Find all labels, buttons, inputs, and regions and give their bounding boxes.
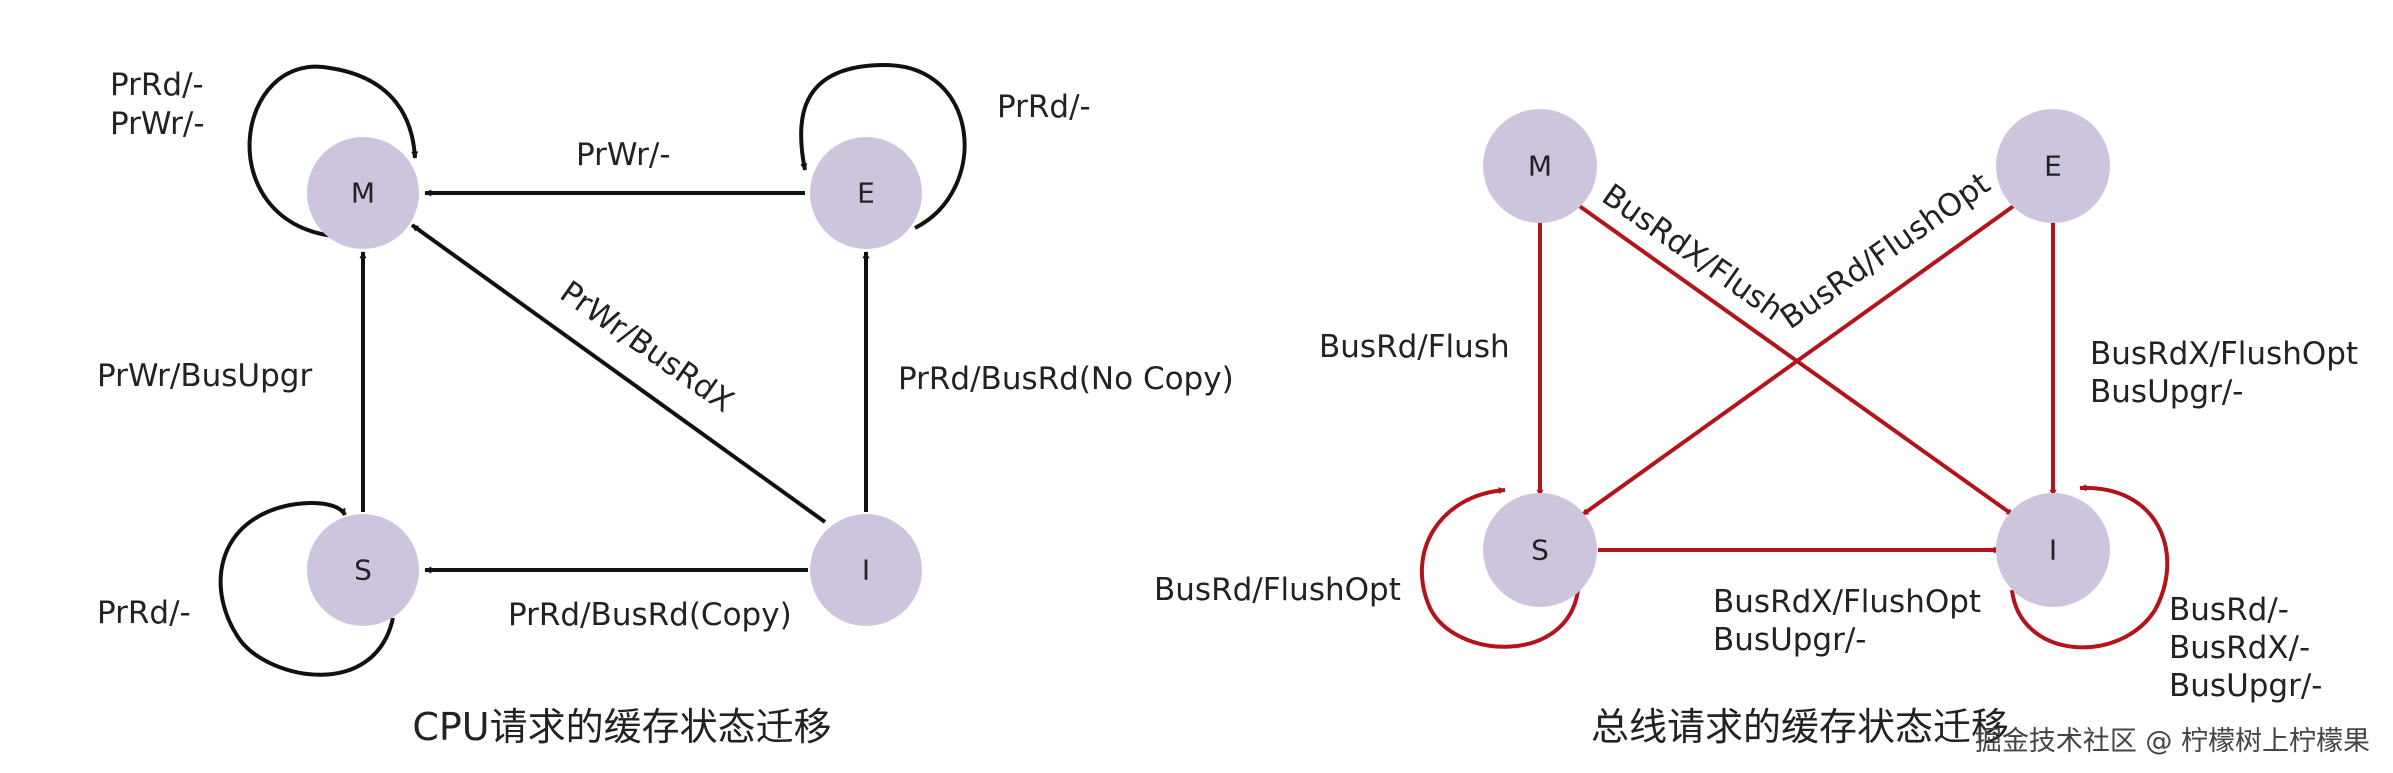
label-e-to-i-busrdx: BusRdX/FlushOpt	[2090, 336, 2358, 372]
node-i	[1996, 493, 2110, 607]
label-s-to-m: PrWr/BusUpgr	[97, 358, 312, 394]
edge-i-to-m	[410, 223, 827, 524]
label-m-self-prwr: PrWr/-	[110, 106, 205, 142]
label-s-to-i-busrdx: BusRdX/FlushOpt	[1713, 584, 1981, 620]
right-diagram: M E S I BusRdX/Flush BusRd/FlushOpt BusR…	[1154, 109, 2358, 749]
edge-e-to-s	[1580, 203, 2017, 517]
node-i-label: I	[862, 554, 870, 587]
node-e	[810, 137, 922, 249]
node-s-label: S	[354, 554, 372, 587]
node-m	[307, 137, 419, 249]
node-s	[307, 514, 419, 626]
node-e-label: E	[857, 177, 875, 210]
right-caption: 总线请求的缓存状态迁移	[1591, 705, 2009, 749]
node-s-label: S	[1531, 534, 1549, 567]
label-i-self-busupgr: BusUpgr/-	[2169, 668, 2323, 704]
edge-m-self	[247, 64, 419, 238]
label-s-self: PrRd/-	[97, 595, 191, 631]
node-m	[1483, 109, 1597, 223]
label-e-to-i-busupgr: BusUpgr/-	[2090, 374, 2244, 410]
edge-s-self	[1419, 486, 1580, 649]
left-caption: CPU请求的缓存状态迁移	[412, 705, 831, 749]
edge-e-self	[799, 62, 967, 230]
watermark: 掘金技术社区 @ 柠檬树上柠檬果	[1975, 726, 2370, 757]
node-e-label: E	[2044, 150, 2062, 183]
label-m-to-s: BusRd/Flush	[1319, 329, 1510, 365]
label-i-to-s: PrRd/BusRd(Copy)	[508, 597, 792, 633]
label-i-self-busrd: BusRd/-	[2169, 592, 2289, 628]
label-e-self: PrRd/-	[997, 89, 1091, 125]
node-i-label: I	[2049, 534, 2057, 567]
label-e-to-m: PrWr/-	[576, 137, 671, 173]
left-diagram: M E S I PrRd/- PrWr/- PrRd/- PrWr/- PrWr…	[97, 62, 1234, 749]
node-m-label: M	[1528, 150, 1552, 183]
label-s-self: BusRd/FlushOpt	[1154, 572, 1401, 608]
label-m-to-i: BusRdX/Flush	[1595, 177, 1789, 328]
edge-i-self	[2010, 484, 2170, 650]
label-i-to-e: PrRd/BusRd(No Copy)	[898, 361, 1234, 397]
node-m-label: M	[351, 177, 375, 210]
label-e-to-s: BusRd/FlushOpt	[1774, 165, 1997, 336]
label-s-to-i-busupgr: BusUpgr/-	[1713, 622, 1867, 658]
label-m-self-prrd: PrRd/-	[110, 67, 204, 103]
node-i	[810, 514, 922, 626]
edge-s-self	[218, 501, 395, 677]
label-i-self-busrdx: BusRdX/-	[2169, 630, 2310, 666]
node-e	[1996, 109, 2110, 223]
node-s	[1483, 493, 1597, 607]
